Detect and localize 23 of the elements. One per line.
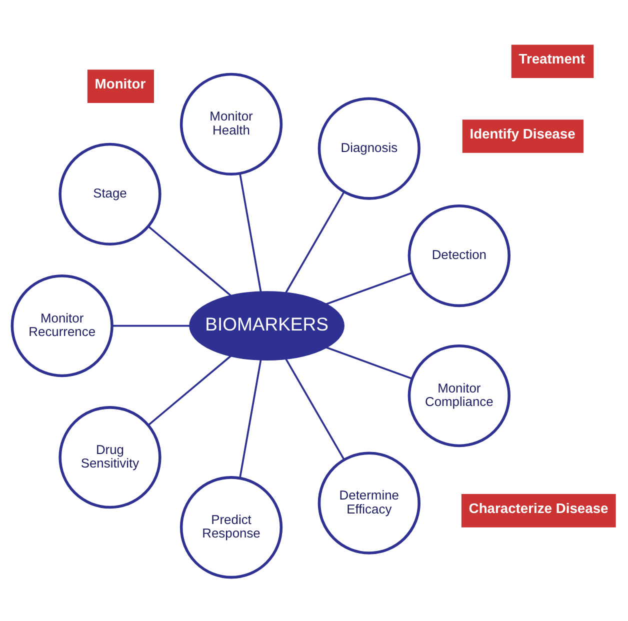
connector	[239, 358, 262, 478]
node-ellipse: BIOMARKERS	[189, 290, 344, 360]
connector	[284, 190, 345, 294]
connector	[325, 272, 412, 305]
label: Monitor	[94, 75, 146, 92]
connector	[325, 346, 412, 379]
node-circle: Drug Sensitivity	[58, 406, 162, 508]
connector	[148, 225, 232, 296]
node-circle: Determine Efficacy	[318, 451, 420, 554]
node-circle: Predict Response	[180, 476, 283, 578]
node-circle: Detection	[408, 204, 510, 307]
node-circle: Monitor Recurrence	[10, 274, 114, 377]
node-circle: Monitor Compliance	[408, 344, 510, 447]
connector	[284, 357, 345, 460]
node-circle: Diagnosis	[318, 96, 420, 200]
connector	[112, 324, 190, 326]
node-circle: Monitor Health	[180, 72, 283, 175]
label: Characterize Disease	[468, 500, 608, 516]
label: Identify Disease	[470, 125, 576, 142]
connector	[239, 172, 262, 292]
connector	[148, 354, 232, 426]
label: Treatment	[518, 50, 585, 66]
node-circle: Stage	[58, 142, 162, 246]
